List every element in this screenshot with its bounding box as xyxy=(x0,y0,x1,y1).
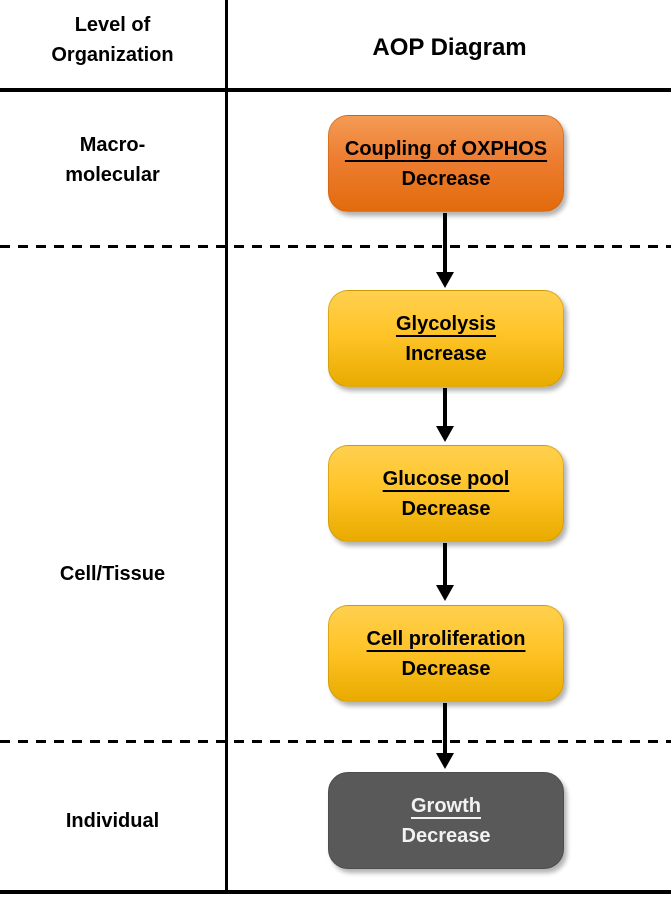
node-direction: Decrease xyxy=(401,824,491,847)
node-title: Coupling of OXPHOS xyxy=(344,137,548,160)
node-title: Glycolysis xyxy=(395,312,497,335)
node-glucose-pool: Glucose pool Decrease xyxy=(328,445,564,542)
level-separator-celltissue-individual xyxy=(0,740,671,743)
header-rule-line xyxy=(0,88,671,92)
arrow-cell-proliferation-to-growth xyxy=(433,703,457,769)
level-label-macromolecular: Macro- molecular xyxy=(65,134,160,186)
level-label-individual: Individual xyxy=(65,810,160,832)
node-direction: Decrease xyxy=(401,167,491,190)
arrow-shaft xyxy=(443,543,447,588)
arrow-glucose-pool-to-cell-proliferation xyxy=(433,543,457,601)
column-header-aop-diagram: AOP Diagram xyxy=(372,34,527,61)
arrow-shaft xyxy=(443,388,447,429)
node-title: Cell proliferation xyxy=(366,627,526,650)
arrow-shaft xyxy=(443,703,447,756)
node-title: Glucose pool xyxy=(382,467,510,490)
arrow-down-icon xyxy=(436,272,454,288)
column-header-level-of-organization: Level of Organization xyxy=(51,14,174,66)
node-growth: Growth Decrease xyxy=(328,772,564,869)
arrow-down-icon xyxy=(436,426,454,442)
arrow-shaft xyxy=(443,213,447,275)
node-glycolysis: Glycolysis Increase xyxy=(328,290,564,387)
arrow-glycolysis-to-glucose-pool xyxy=(433,388,457,442)
arrow-down-icon xyxy=(436,753,454,769)
level-label-cell-tissue: Cell/Tissue xyxy=(59,563,166,585)
node-title: Growth xyxy=(411,794,481,817)
arrow-oxphos-to-glycolysis xyxy=(433,213,457,288)
node-direction: Decrease xyxy=(401,657,491,680)
node-direction: Increase xyxy=(405,342,487,365)
column-divider-line xyxy=(225,0,228,892)
level-separator-macromolecular-celltissue xyxy=(0,245,671,248)
node-cell-proliferation: Cell proliferation Decrease xyxy=(328,605,564,702)
node-coupling-of-oxphos: Coupling of OXPHOS Decrease xyxy=(328,115,564,212)
arrow-down-icon xyxy=(436,585,454,601)
bottom-rule-line xyxy=(0,890,671,894)
node-direction: Decrease xyxy=(401,497,491,520)
